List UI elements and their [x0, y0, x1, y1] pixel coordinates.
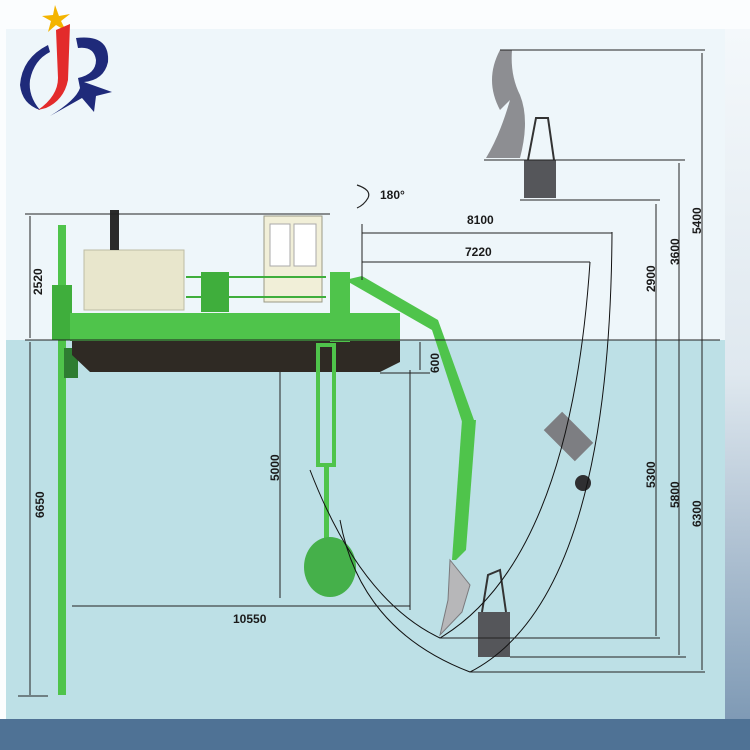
excavator-boom: [345, 276, 474, 440]
ball-anchor: [304, 537, 356, 597]
logo-r-icon: [50, 37, 112, 116]
dim-arm-reach-max: 8100: [467, 213, 494, 227]
dim-dig-depth-2: 5800: [668, 481, 682, 508]
spud-pole: [58, 225, 66, 695]
mid-grab-bucket: [543, 411, 594, 491]
logo-j-icon: [38, 24, 70, 110]
excavator-stick: [452, 420, 476, 560]
upper-bucket-open: [486, 50, 525, 158]
engine-housing: [83, 249, 185, 311]
hull-deck: [70, 313, 400, 341]
dim-spud-depth: 6650: [33, 491, 47, 518]
reach-arc-inner: [309, 261, 591, 639]
hull-submerged: [72, 341, 400, 372]
rotation-arrow-icon: [356, 184, 370, 209]
frame-right-band: [725, 29, 750, 719]
logo-star-icon: [42, 5, 70, 32]
excavator-bucket: [439, 558, 471, 637]
water-area: [6, 340, 725, 719]
logo-c-arc-icon: [20, 45, 50, 110]
dim-ball-depth: 5000: [268, 454, 282, 481]
rotation-label: 180°: [380, 188, 405, 202]
dim-dig-depth-3: 6300: [690, 500, 704, 527]
dim-arm-reach-mid: 7220: [465, 245, 492, 259]
lower-grab-bucket: [478, 612, 510, 657]
dim-draft: 600: [428, 352, 442, 373]
reach-arc-outer: [339, 231, 613, 673]
dim-dump-height-low: 2900: [644, 265, 658, 292]
exhaust-stack: [110, 210, 119, 250]
frame-bottom-band: [0, 719, 750, 750]
dim-dump-height-max: 5400: [690, 207, 704, 234]
dim-horizontal-reach: 10550: [233, 612, 267, 626]
dim-dump-height-mid: 3600: [668, 238, 682, 265]
upper-grab-bucket: [524, 160, 556, 198]
company-logo: [20, 5, 112, 116]
dim-cab-height: 2520: [31, 268, 45, 295]
dim-dig-depth-1: 5300: [644, 461, 658, 488]
